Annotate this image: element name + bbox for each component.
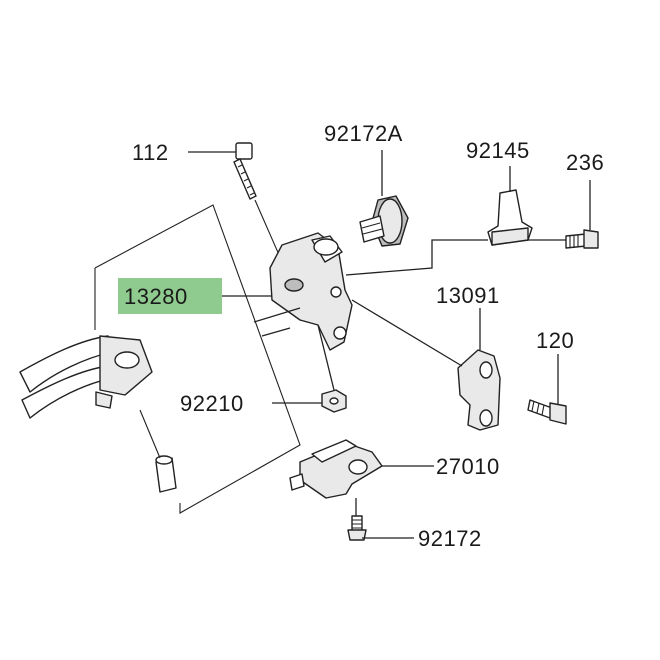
lever-group-outline: [94, 204, 301, 514]
label-112[interactable]: 112: [132, 140, 169, 165]
highlight-13280: [118, 278, 222, 314]
label-92145[interactable]: 92145: [466, 138, 530, 163]
adjuster-92172A: [359, 195, 409, 247]
lever-collar: [139, 409, 177, 493]
label-120[interactable]: 120: [536, 328, 574, 353]
leader-lines: [188, 150, 591, 539]
label-92172A[interactable]: 92172A: [324, 121, 403, 146]
label-236[interactable]: 236: [566, 150, 604, 175]
screw-236: [565, 229, 599, 249]
clamp-13091: [457, 349, 501, 431]
label-92210[interactable]: 92210: [180, 391, 244, 416]
screw-92172: [347, 515, 367, 541]
lever-holder-13280: [269, 232, 353, 351]
clutch-lever: [19, 335, 153, 419]
label-13280[interactable]: 13280: [124, 284, 188, 309]
bolt-112: [233, 142, 291, 281]
switch-27010: [289, 439, 383, 499]
label-92172[interactable]: 92172: [418, 526, 482, 551]
nut-92210: [321, 389, 347, 413]
label-27010[interactable]: 27010: [436, 454, 500, 479]
bracket-92145: [487, 189, 533, 246]
label-13091[interactable]: 13091: [436, 283, 500, 308]
bolt-120: [527, 399, 567, 425]
